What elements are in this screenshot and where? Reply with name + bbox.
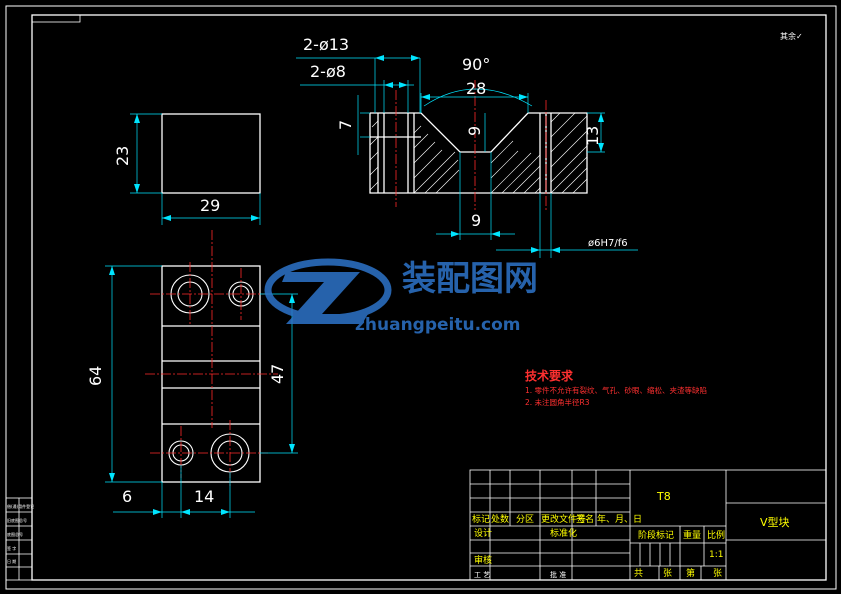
tb-design-label: 设计: [474, 527, 492, 539]
tech-req-title: 技术要求: [525, 368, 574, 383]
front-view: 2-ø13 2-ø8 90° 28 7 9 13 9 ø6H7/f6: [296, 35, 638, 258]
inner-frame: [31, 14, 827, 581]
tb-sheet-number: 第: [686, 567, 695, 579]
top-view: 64 47 6 14: [86, 230, 298, 518]
top-height-inner-dim: 47: [268, 364, 287, 384]
tb-scale-value: 1:1: [709, 550, 723, 560]
side-dimensions: [130, 113, 261, 225]
tb-header-zone: 分区: [516, 514, 534, 525]
side-view: 23 29: [113, 113, 261, 225]
top-dimensions: [105, 265, 298, 518]
left-strip-label-5: 日 期: [7, 558, 16, 564]
tb-header-doc: 更改文件号: [541, 513, 586, 525]
top-height-total-dim: 64: [86, 366, 105, 386]
fit-tolerance: ø6H7/f6: [588, 238, 628, 249]
tb-weight-label: 重量: [683, 529, 701, 541]
title-block: [469, 469, 827, 581]
tb-header-date: 年、月、日: [597, 513, 642, 525]
left-strip: [5, 497, 33, 581]
height-right-dim: 13: [583, 126, 602, 146]
front-view-outline: [369, 112, 588, 194]
part-name: V型块: [760, 515, 790, 529]
v-angle-dim: 90°: [462, 55, 490, 74]
tb-review-label: 审核: [474, 554, 492, 566]
tb-sheet-total-unit: 张: [663, 568, 672, 579]
side-height-dim: 23: [113, 146, 132, 166]
watermark-logo: [264, 258, 392, 324]
top-offset-dim: 6: [122, 487, 132, 506]
hole-spec-large: 2-ø13: [303, 35, 349, 54]
tb-header-count: 处数: [491, 513, 509, 525]
tb-standard-label: 标准化: [550, 527, 577, 539]
tb-sheet-number-unit: 张: [713, 568, 722, 579]
tb-sheet-total: 共: [634, 568, 643, 579]
bottom-width-dim: 9: [471, 211, 481, 230]
side-view-outline: [161, 113, 261, 194]
tb-header-sign: 签名: [576, 513, 594, 525]
outer-frame: [5, 5, 837, 590]
tb-scale-label: 比例: [707, 529, 725, 541]
tech-req-item-1: 1. 零件不允许有裂纹、气孔、砂眼、缩松、夹渣等缺陷: [525, 385, 707, 395]
left-strip-label-4: 签 字: [7, 545, 16, 551]
left-strip-label-2: 旧底图总号: [7, 517, 27, 523]
tb-stage-label: 阶段标记: [638, 529, 674, 541]
watermark-url: zhuangpeitu.com: [355, 315, 521, 335]
tech-requirements: 技术要求 1. 零件不允许有裂纹、气孔、砂眼、缩松、夹渣等缺陷 2. 未注圆角半…: [525, 368, 707, 407]
tb-craft-label: 工 艺: [474, 571, 490, 579]
tb-approve-label: 批 准: [550, 570, 566, 579]
watermark: 装配图网 zhuangpeitu.com: [264, 258, 538, 335]
drawing-number-box: [31, 14, 81, 23]
hole-spec-small: 2-ø8: [310, 62, 346, 81]
top-view-holes: [168, 274, 254, 473]
section-hatching: [369, 112, 588, 194]
left-strip-label-1: 借(通)用件登记: [7, 503, 34, 509]
tb-header-mark: 标记: [472, 513, 490, 525]
roughness-note: 其余✓: [780, 31, 803, 41]
watermark-brand-cn: 装配图网: [402, 259, 538, 299]
v-width-dim: 28: [466, 79, 486, 98]
front-arrows: [375, 55, 604, 253]
side-width-dim: 29: [200, 196, 220, 215]
tech-req-item-2: 2. 未注圆角半径R3: [525, 397, 590, 407]
depth-center-dim: 9: [465, 126, 484, 136]
material-label: T8: [656, 490, 671, 503]
top-centerlines: [145, 230, 278, 486]
left-strip-label-3: 底图总号: [7, 531, 23, 537]
front-centerlines: [395, 80, 547, 210]
top-spacing-dim: 14: [194, 487, 214, 506]
depth-left-dim: 7: [336, 120, 355, 130]
